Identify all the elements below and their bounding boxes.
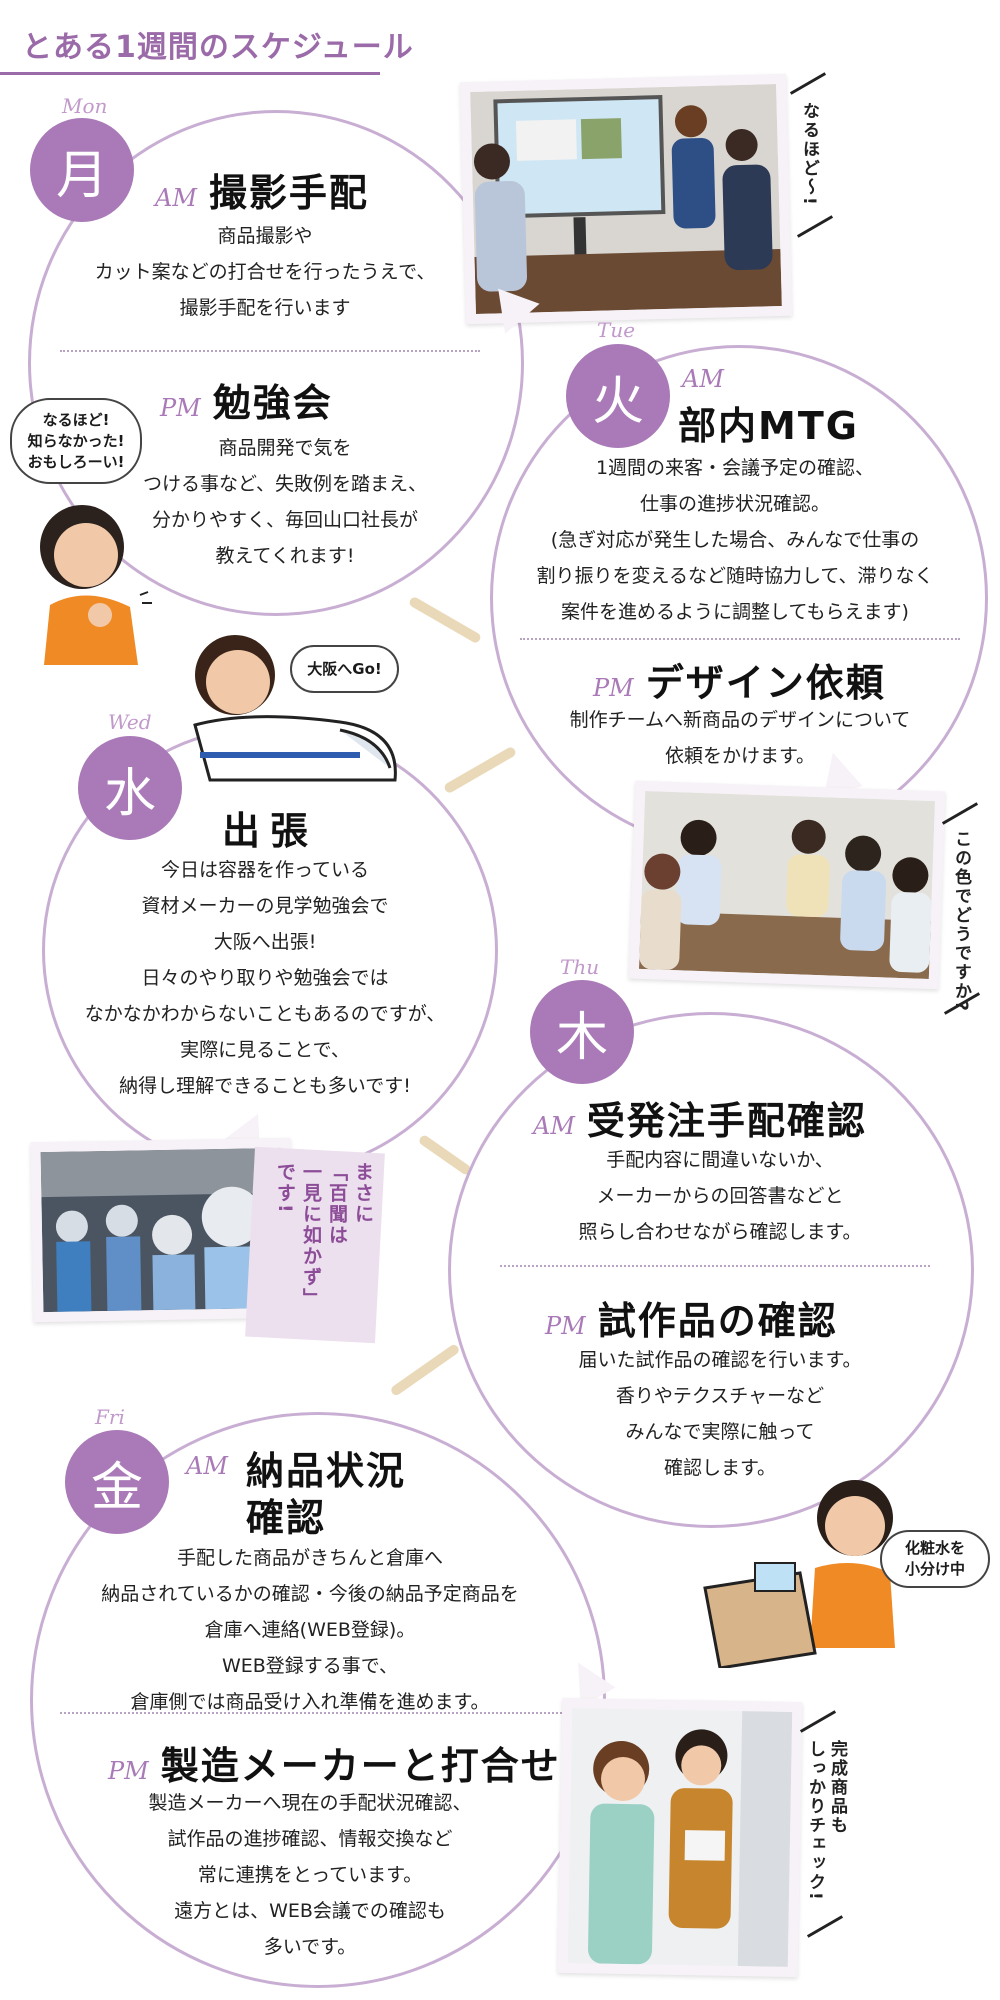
friday-pm-title: 製造メーカーと打合せ	[160, 1744, 561, 1788]
monday-pm-text: 商品開発で気を つける事など、失敗例を踏まえ、 分かりやすく、毎回山口社長が 教…	[142, 437, 428, 567]
thursday-am-label: AM	[533, 1112, 575, 1140]
friday-photo-caption: 完成商品も しっかりチェック!	[805, 1740, 847, 1902]
tuesday-am-label: AM	[682, 365, 724, 393]
friday-divider	[60, 1712, 570, 1714]
monday-pm-title: 勉強会	[212, 381, 333, 425]
monday-meeting-photo	[459, 73, 793, 325]
monday-am-title: 撮影手配	[208, 171, 369, 215]
friday-pm-heading: PM 製造メーカーと打合せ	[108, 1735, 561, 1790]
thursday-pm-heading: PM 試作品の確認	[545, 1290, 838, 1345]
monday-pm-label: PM	[160, 394, 201, 422]
tuesday-pm-title: デザイン依頼	[645, 661, 886, 705]
tuesday-pm-text: 制作チームへ新商品のデザインについて 依頼をかけます。	[569, 709, 911, 767]
monday-badge: 月	[30, 118, 134, 222]
friday-am-title-line2: 確認	[246, 1496, 327, 1540]
tuesday-circle	[490, 345, 988, 851]
wednesday-speech-bubble: 大阪へGo!	[290, 645, 399, 693]
tuesday-divider	[520, 638, 960, 640]
monday-am-text: 商品撮影や カット案などの打合せを行ったうえで、 撮影手配を行います	[94, 225, 436, 319]
thursday-box-illustration	[703, 1480, 895, 1668]
monday-person-illustration	[40, 505, 152, 665]
thursday-pm-text: 届いた試作品の確認を行います。 香りやテクスチャーなど みんなで実際に触って 確…	[578, 1349, 862, 1479]
thursday-dayname: Thu	[560, 955, 600, 979]
thursday-pm-title: 試作品の確認	[597, 1299, 838, 1343]
tuesday-caption-slash-top	[941, 802, 979, 825]
thursday-divider	[500, 1265, 930, 1267]
monday-pm-heading: PM 勉強会	[160, 372, 333, 427]
tuesday-am-text: 1週間の来客・会議予定の確認、 仕事の進捗状況確認。 (急ぎ対応が発生した場合、…	[536, 457, 934, 623]
monday-photo-caption: なるほど〜!	[799, 102, 819, 207]
tuesday-am-title: 部内MTG	[678, 404, 859, 448]
friday-am-label: AM	[186, 1452, 228, 1480]
wednesday-dayname: Wed	[108, 710, 152, 734]
tuesday-meeting-photo	[628, 780, 946, 990]
wednesday-badge: 水	[78, 736, 182, 840]
tuesday-pm-heading: PM デザイン依頼	[593, 652, 886, 707]
wednesday-train-illustration	[193, 635, 397, 782]
thursday-am-text: 手配内容に間違いないか、 メーカーからの回答書などと 照らし合わせながら確認しま…	[578, 1149, 862, 1243]
tuesday-photo-caption: この色でどうですか?	[951, 830, 971, 1013]
page-title: とある1週間のスケジュール	[22, 30, 414, 65]
friday-meeting-photo	[557, 1697, 803, 1978]
wednesday-text: 今日は容器を作っている 資材メーカーの見学勉強会で 大阪へ出張! 日々のやり取り…	[84, 859, 446, 1097]
tuesday-badge: 火	[566, 344, 670, 448]
connector-wed-thu	[417, 1133, 473, 1177]
monday-speech-bubble: なるほど! 知らなかった! おもしろーい!	[10, 398, 142, 484]
tuesday-pm-label: PM	[593, 674, 634, 702]
friday-pm-text: 製造メーカーへ現在の手配状況確認、 試作品の進捗確認、情報交換など 常に連携をと…	[148, 1792, 472, 1958]
connector-tue-wed	[442, 745, 518, 795]
caption-slash-bottom	[796, 215, 834, 238]
friday-badge: 金	[65, 1430, 169, 1534]
monday-am-heading: AM 撮影手配	[155, 162, 369, 217]
friday-caption-slash-top	[799, 1710, 837, 1733]
monday-divider	[60, 350, 480, 352]
caption-slash-top	[789, 72, 827, 95]
friday-am-title-line1: 納品状況	[246, 1449, 407, 1493]
friday-dayname: Fri	[95, 1405, 125, 1429]
wednesday-title: 出張	[222, 809, 319, 853]
thursday-badge: 木	[530, 980, 634, 1084]
thursday-am-heading: AM 受発注手配確認	[533, 1090, 867, 1145]
thursday-circle	[448, 1012, 974, 1528]
thursday-am-title: 受発注手配確認	[586, 1099, 867, 1143]
thursday-speech-bubble: 化粧水を 小分け中	[880, 1530, 990, 1588]
monday-am-label: AM	[155, 184, 197, 212]
tuesday-dayname: Tue	[597, 318, 636, 342]
friday-pm-label: PM	[108, 1757, 149, 1785]
wednesday-note-text: まさに 「百聞は 一見に如かず」 です!	[274, 1162, 374, 1309]
monday-dayname: Mon	[62, 94, 108, 118]
wednesday-factory-photo	[30, 1137, 294, 1323]
connector-mon-tue	[407, 595, 483, 645]
connector-thu-fri	[389, 1342, 461, 1398]
friday-am-text: 手配した商品がきちんと倉庫へ 納品されているかの確認・今後の納品予定商品を 倉庫…	[101, 1547, 519, 1713]
thursday-pm-label: PM	[545, 1312, 586, 1340]
title-underline	[0, 72, 380, 75]
